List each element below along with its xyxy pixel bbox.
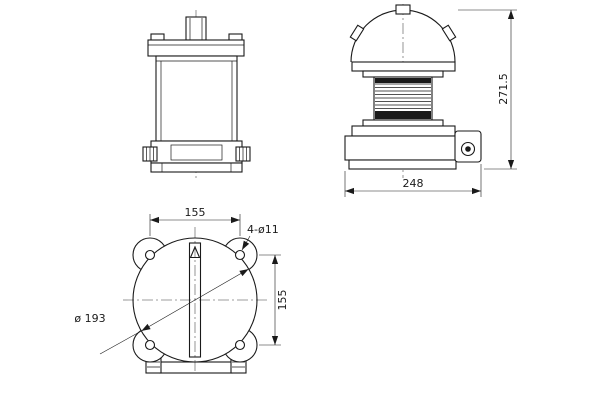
side-fresnel-lens	[373, 76, 433, 121]
hole-pitch-vertical-label: 155	[276, 290, 289, 311]
dimension-overall-height: 271.5	[458, 9, 517, 170]
dimension-mounting-holes: 4-ø11	[241, 223, 279, 251]
side-connector-ring	[460, 141, 476, 157]
front-top-post	[185, 16, 207, 41]
side-top-flange	[351, 61, 456, 72]
mounting-hole-top-left	[144, 249, 156, 261]
dimension-overall-width: 248	[344, 164, 482, 197]
flange-diameter-label: ø 193	[74, 312, 105, 325]
overall-width-label: 248	[403, 177, 424, 190]
side-upper-ring	[362, 70, 444, 78]
front-terminal-box	[170, 144, 223, 161]
side-dome-cap	[395, 4, 411, 15]
side-base-top	[351, 125, 456, 137]
dimension-hole-pitch-horizontal: 155	[149, 206, 241, 236]
hole-pitch-horizontal-label: 155	[185, 206, 206, 219]
front-base-plate	[150, 162, 243, 173]
overall-height-label: 271.5	[497, 73, 510, 105]
mounting-holes-label: 4-ø11	[247, 223, 279, 236]
front-cable-gland-left	[142, 146, 158, 162]
mounting-hole-bottom-right	[234, 339, 246, 351]
side-dome	[350, 9, 456, 63]
side-connector-dot	[465, 146, 471, 152]
side-view	[344, 4, 482, 178]
side-dome-lug-right	[441, 24, 457, 42]
side-base-body	[344, 135, 461, 161]
dimension-hole-pitch-vertical: 155	[259, 254, 289, 346]
front-top-flange	[147, 39, 245, 57]
mounting-hole-top-right	[234, 249, 246, 261]
side-lower-ring	[362, 119, 444, 127]
side-junction-box	[454, 130, 482, 163]
bottom-plate-edge	[159, 361, 233, 374]
mounting-hole-bottom-left	[144, 339, 156, 351]
front-view	[142, 10, 251, 180]
side-dome-lug-left	[349, 24, 365, 42]
side-base-plate	[348, 159, 457, 170]
dimension-flange-diameter: ø 193	[74, 268, 249, 355]
front-cable-gland-right	[235, 146, 251, 162]
front-body	[155, 55, 238, 142]
